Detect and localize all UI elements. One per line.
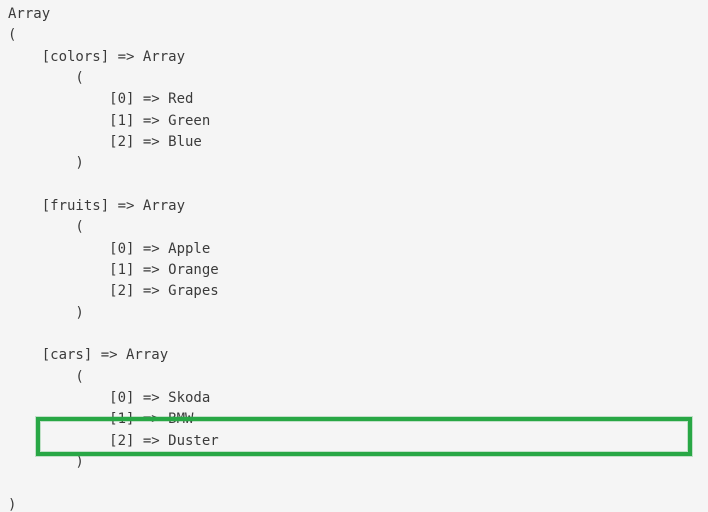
dump-line: [fruits] => Array — [8, 197, 186, 214]
dump-line: ) — [8, 304, 84, 321]
dump-line: [1] => BMW — [8, 411, 194, 428]
dump-line: [0] => Skoda — [8, 389, 211, 406]
dump-line: [2] => Blue — [8, 133, 202, 150]
dump-line: [1] => Orange — [8, 261, 219, 278]
dump-line: ( — [8, 69, 84, 86]
dump-line: [2] => Duster — [8, 432, 219, 449]
dump-line: ( — [8, 368, 84, 385]
dump-line — [8, 473, 708, 494]
dump-line: [colors] => Array — [8, 48, 186, 65]
dump-line: [0] => Red — [8, 91, 194, 108]
dump-line: [0] => Apple — [8, 240, 211, 257]
dump-line: [2] => Grapes — [8, 283, 219, 300]
dump-line: [1] => Green — [8, 112, 211, 129]
dump-line: Array — [8, 6, 51, 22]
dump-line: ( — [8, 27, 17, 44]
dump-line — [8, 175, 708, 196]
dump-line: [cars] => Array — [8, 347, 169, 364]
dump-line: ) — [8, 496, 17, 512]
dump-line — [8, 324, 708, 345]
dump-line: ( — [8, 219, 84, 236]
dump-line: ) — [8, 155, 84, 172]
dump-line: ) — [8, 453, 84, 470]
